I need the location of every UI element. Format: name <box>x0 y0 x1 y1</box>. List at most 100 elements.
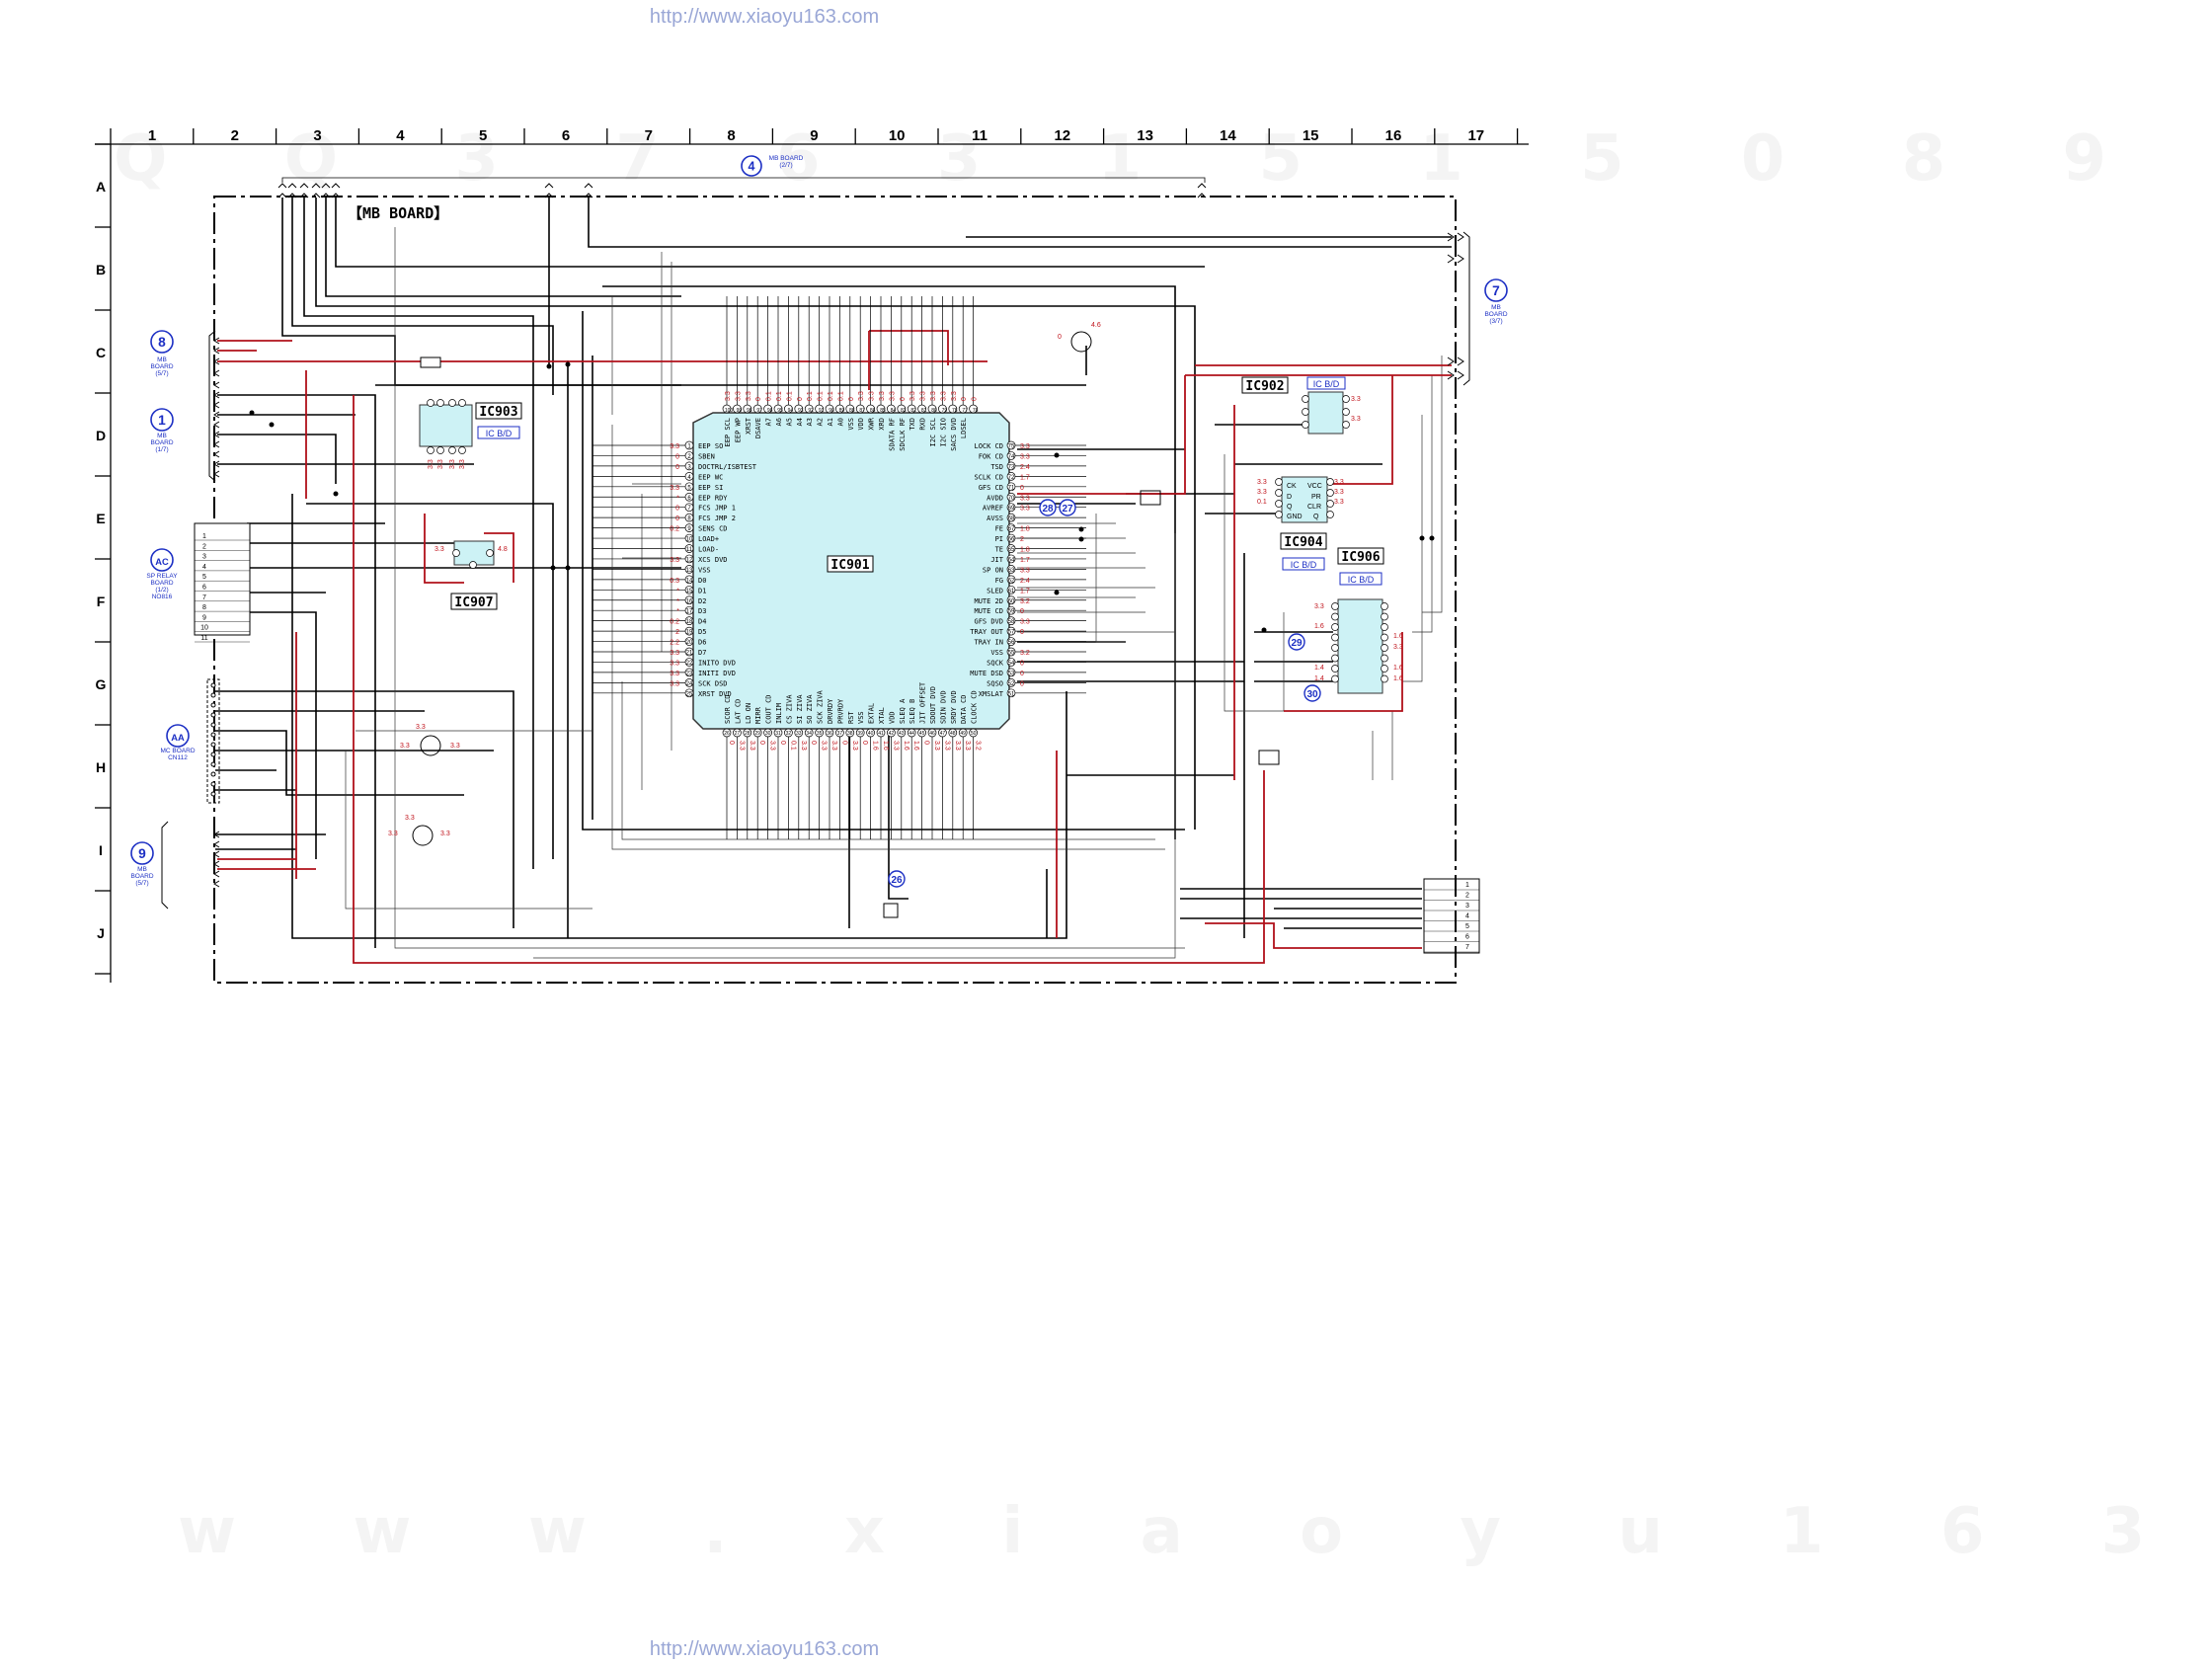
ic901-top-pin: TXD <box>908 418 916 431</box>
ic901-bottom-pin: SCK ZIVA <box>817 689 825 724</box>
pin-voltage: 3.3 <box>909 391 916 401</box>
pin-number: 96 <box>767 408 773 414</box>
row-label: H <box>96 759 106 775</box>
pin-circle <box>1006 575 1016 585</box>
ic903-label: IC903 <box>479 405 517 420</box>
pin-circle <box>927 404 937 414</box>
pin-circle <box>876 404 886 414</box>
pin-circle <box>684 533 694 543</box>
ic902-note: IC B/D <box>1313 379 1340 389</box>
ic901-right-pin: SQSO <box>987 679 1003 687</box>
ic904-pin-vcc: VCC <box>1307 483 1322 490</box>
ic901-right-pin: AVREF <box>983 505 1003 513</box>
pin-number: 61 <box>1008 589 1015 594</box>
ic901-bottom-pin: PRVRDY <box>836 698 844 724</box>
pin-number: 76 <box>973 408 979 414</box>
ic906: IC906 IC B/D <box>1337 547 1384 694</box>
footer-url[interactable]: http://www.xiaoyu163.com <box>649 1638 880 1660</box>
ic901-left-pin: EEP SI <box>698 484 723 492</box>
ic901-right-pin: FG <box>995 577 1003 585</box>
voltage-value: 3.3 <box>437 459 444 469</box>
pin-circle <box>1331 674 1339 683</box>
right-pin-number: 2 <box>1465 893 1469 900</box>
pin-voltage: 3.2 <box>1020 650 1030 657</box>
ac-pin-number: 3 <box>202 554 206 561</box>
connector-arrow <box>213 357 220 365</box>
pin-voltage: 3.3 <box>670 443 679 450</box>
watermark-top: Q Q 3 7 6 3 1 5 1 5 0 8 9 2 4 9 8 2 9 9 <box>114 122 2212 196</box>
header-url[interactable]: http://www.xiaoyu163.com <box>649 6 880 28</box>
pin-number: 16 <box>686 598 693 604</box>
pin-voltage: 3.3 <box>930 391 937 401</box>
pin-voltage: 0.1 <box>837 391 844 401</box>
ic901-left-pin: VSS <box>698 566 711 574</box>
test-point-number: 30 <box>1306 689 1318 700</box>
pin-circle <box>938 404 947 414</box>
connector-arrow <box>213 840 220 848</box>
pin-circle <box>733 404 742 414</box>
connector-c4-circle <box>741 155 762 177</box>
voltage-value: 1.4 <box>1314 675 1324 682</box>
right-pin-number: 6 <box>1465 934 1469 941</box>
pin-number: 93 <box>798 408 804 414</box>
pin-number: 60 <box>1008 598 1015 604</box>
ic901-right-pin: MUTE 2D <box>974 597 1003 605</box>
pin-voltage: 0 <box>900 397 907 401</box>
pin-circle <box>1006 492 1016 502</box>
pin-circle <box>684 575 694 585</box>
aa-pin <box>210 702 216 708</box>
column-label: 5 <box>479 127 487 144</box>
pin-voltage: 0 <box>675 453 679 460</box>
pin-circle <box>684 605 694 615</box>
pin-number: 23 <box>686 671 693 676</box>
pin-voltage: 3.3 <box>869 391 876 401</box>
connector-arrow <box>213 850 220 858</box>
connector-arrow <box>584 183 593 198</box>
pin-circle <box>684 523 694 532</box>
connector-arrow <box>213 860 220 868</box>
connector-arrow <box>213 369 220 377</box>
connector-caption: NO816 <box>152 594 173 600</box>
aa-pin <box>210 712 216 718</box>
ic906-label: IC906 <box>1341 550 1380 565</box>
pin-voltage: 3.3 <box>735 391 742 401</box>
pin-number: 53 <box>1008 671 1015 676</box>
side-arrows <box>161 231 1470 910</box>
pin-circle <box>845 404 855 414</box>
ic901-bottom-pin: VDD <box>888 711 896 724</box>
pin-circle <box>1275 511 1283 518</box>
pin-number: 31 <box>775 731 781 737</box>
pin-circle <box>684 544 694 553</box>
pin-number: 42 <box>889 731 895 737</box>
pin-circle <box>684 440 694 450</box>
connector-number: 8 <box>158 335 166 350</box>
pin-circle <box>1381 602 1388 610</box>
test-point-30 <box>1304 684 1321 702</box>
pin-voltage: 0 <box>675 464 679 471</box>
pin-number: 11 <box>686 547 693 553</box>
pin-circle <box>804 728 814 738</box>
pin-number: 59 <box>1008 609 1015 615</box>
pin-voltage: 1.8 <box>1020 547 1030 554</box>
pin-voltage: 0 <box>1020 608 1024 615</box>
pin-number: 15 <box>686 589 693 594</box>
connector-number: 1 <box>158 413 166 428</box>
connector-arrow <box>213 880 220 888</box>
pin-circle <box>1006 616 1016 626</box>
aa-connector <box>206 678 220 804</box>
pin-number: 2 <box>687 454 691 460</box>
pin-circle <box>1006 513 1016 522</box>
ic901-top-pin: A4 <box>796 418 804 426</box>
pin-voltage: 0 <box>840 741 847 745</box>
pin-circle <box>1326 500 1334 508</box>
ac-pin-number: 1 <box>202 533 206 540</box>
pin-circle <box>958 404 968 414</box>
column-label: 6 <box>562 127 570 144</box>
pin-number: 43 <box>899 731 905 737</box>
pin-number: 36 <box>827 731 832 737</box>
connector-cAC-circle <box>150 548 174 572</box>
connector-caption: (1/7) <box>155 446 168 453</box>
pin-circle <box>866 404 875 414</box>
connector-caption: MB <box>157 433 167 439</box>
pin-number: 27 <box>735 731 741 737</box>
